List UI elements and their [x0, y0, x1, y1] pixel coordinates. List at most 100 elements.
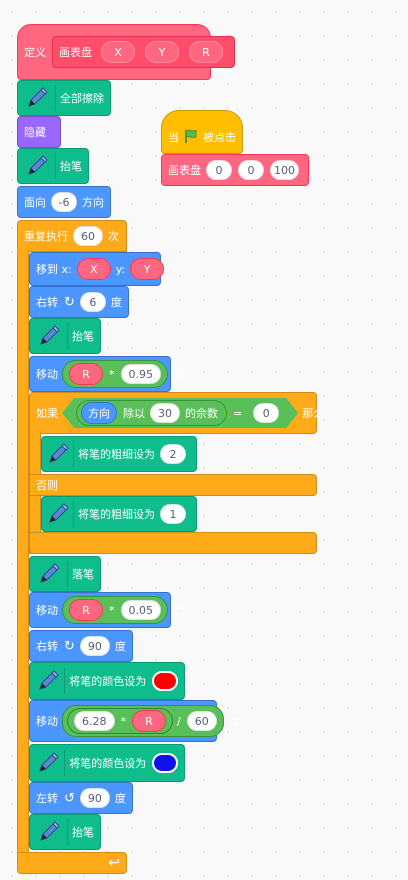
hide-block[interactable]: 隐藏 [17, 116, 61, 148]
pen-icon [46, 499, 74, 529]
clear-label: 全部擦除 [60, 92, 104, 105]
turn-left-block[interactable]: 左转 ↺ 90 度 [29, 782, 133, 814]
call-draw-dial-block[interactable]: 画表盘 0 0 100 [161, 154, 309, 186]
hide-label: 隐藏 [24, 126, 46, 139]
define-name: 画表盘 [59, 46, 92, 59]
turn-right-icon: ↻ [64, 294, 75, 310]
move-post: 步 [174, 604, 185, 617]
goto-pre: 移到 x: [36, 263, 72, 276]
goto-block[interactable]: 移到 x: X y: Y [29, 252, 165, 286]
define-prototype[interactable]: 画表盘 X Y R [52, 36, 235, 68]
turn-right-block[interactable]: 右转 ↻ 6 度 [29, 286, 129, 318]
eq-input[interactable]: 0 [253, 403, 279, 423]
pen-up-label: 抬笔 [72, 826, 94, 839]
repeat-block[interactable]: 重复执行 60 次 [17, 220, 127, 252]
if-else-block[interactable]: 如果 方向 除以 30 的余数 = 0 那么 [29, 392, 324, 434]
pen-up-block[interactable]: 抬笔 [29, 814, 101, 850]
move-block[interactable]: 移动 R * 0.05 步 [29, 592, 185, 628]
op-symbol: / [177, 714, 181, 728]
divisor-input[interactable]: 60 [186, 711, 217, 731]
clear-block[interactable]: 全部擦除 [17, 80, 111, 116]
move-pre: 移动 [36, 715, 58, 728]
else-label: 否则 [36, 479, 58, 492]
move-block[interactable]: 移动 6.28 * R / 60 步 [29, 700, 241, 742]
arg-y-input[interactable]: 0 [238, 160, 264, 180]
r-reporter[interactable]: R [69, 599, 103, 621]
set-color-label: 将笔的颜色设为 [69, 675, 147, 688]
set-pen-size-block[interactable]: 将笔的粗细设为 2 [41, 436, 197, 472]
blue-color-swatch[interactable] [152, 753, 178, 773]
set-size-label: 将笔的粗细设为 [78, 508, 155, 521]
divide-operator[interactable]: 6.28 * R / 60 [62, 705, 224, 737]
param-r[interactable]: R [189, 41, 223, 63]
when-flag-clicked-hat[interactable]: 当 被点击 [161, 110, 243, 154]
param-x[interactable]: X [101, 41, 135, 63]
hat-post: 被点击 [203, 131, 236, 144]
red-color-swatch[interactable] [152, 671, 178, 691]
eq-symbol: = [233, 406, 243, 420]
mod-operator[interactable]: 方向 除以 30 的余数 [76, 400, 227, 426]
op-symbol: * [120, 714, 127, 728]
set-color-label: 将笔的颜色设为 [69, 757, 147, 770]
turn-post: 度 [114, 792, 126, 805]
pen-size-input[interactable]: 2 [160, 444, 186, 464]
tau-input[interactable]: 6.28 [74, 711, 115, 731]
repeat-count-input[interactable]: 60 [73, 226, 103, 246]
direction-reporter[interactable]: 方向 [81, 402, 117, 424]
then-label: 那么 [302, 407, 325, 420]
equals-operator[interactable]: 方向 除以 30 的余数 = 0 [62, 398, 298, 428]
pen-icon [34, 748, 66, 778]
set-size-label: 将笔的粗细设为 [78, 448, 155, 461]
repeat-arm [17, 250, 29, 855]
turn-right-icon: ↻ [64, 638, 75, 654]
if-else-footer [29, 532, 317, 554]
turn-right-block[interactable]: 右转 ↻ 90 度 [29, 630, 133, 662]
multiply-operator[interactable]: R * 0.05 [62, 596, 168, 624]
turn-pre: 右转 [36, 296, 58, 309]
turn-pre: 左转 [36, 792, 58, 805]
multiply-operator[interactable]: R * 0.95 [62, 360, 168, 388]
set-pen-size-block[interactable]: 将笔的粗细设为 1 [41, 496, 197, 532]
turn-left-icon: ↺ [64, 790, 75, 806]
direction-input[interactable]: -6 [51, 192, 77, 212]
r-reporter[interactable]: R [69, 363, 103, 385]
factor-input[interactable]: 0.05 [120, 600, 161, 620]
move-pre: 移动 [36, 368, 58, 381]
arg-x-input[interactable]: 0 [206, 160, 232, 180]
param-y[interactable]: Y [145, 41, 179, 63]
repeat-pre: 重复执行 [24, 230, 68, 243]
goto-x-reporter[interactable]: X [76, 258, 111, 280]
goto-y-label: y: [115, 262, 126, 276]
turn-pre: 右转 [36, 640, 58, 653]
pen-down-block[interactable]: 落笔 [29, 556, 101, 592]
mod-label: 除以 [123, 407, 145, 420]
pen-up-block[interactable]: 抬笔 [29, 318, 101, 354]
pen-up-block[interactable]: 抬笔 [17, 148, 89, 184]
set-pen-color-block[interactable]: 将笔的颜色设为 [29, 744, 185, 782]
turn-degrees-input[interactable]: 6 [79, 292, 106, 312]
factor-input[interactable]: 0.95 [120, 364, 161, 384]
repeat-footer[interactable]: ↩ [17, 852, 127, 874]
turn-degrees-input[interactable]: 90 [79, 788, 110, 808]
r-reporter[interactable]: R [132, 710, 166, 732]
multiply-operator[interactable]: 6.28 * R [67, 708, 173, 734]
pen-size-input[interactable]: 1 [160, 504, 186, 524]
arg-r-input[interactable]: 100 [270, 160, 299, 180]
define-block[interactable]: 定义 画表盘 X Y R [17, 24, 235, 80]
turn-post: 度 [114, 640, 126, 653]
pen-icon [46, 439, 74, 469]
pen-icon [22, 151, 56, 181]
goto-y-reporter[interactable]: Y [130, 258, 165, 280]
turn-post: 度 [110, 296, 122, 309]
set-pen-color-block[interactable]: 将笔的颜色设为 [29, 662, 185, 700]
hat-pre: 当 [168, 131, 179, 144]
mod-input[interactable]: 30 [150, 403, 180, 423]
point-direction-block[interactable]: 面向 -6 方向 [17, 186, 111, 218]
op-symbol: * [109, 603, 115, 617]
move-block[interactable]: 移动 R * 0.95 步 [29, 356, 185, 392]
turn-degrees-input[interactable]: 90 [79, 636, 110, 656]
mod-post: 的余数 [185, 407, 218, 420]
op-symbol: * [109, 367, 115, 381]
pen-down-label: 落笔 [72, 568, 94, 581]
point-pre: 面向 [24, 196, 46, 209]
